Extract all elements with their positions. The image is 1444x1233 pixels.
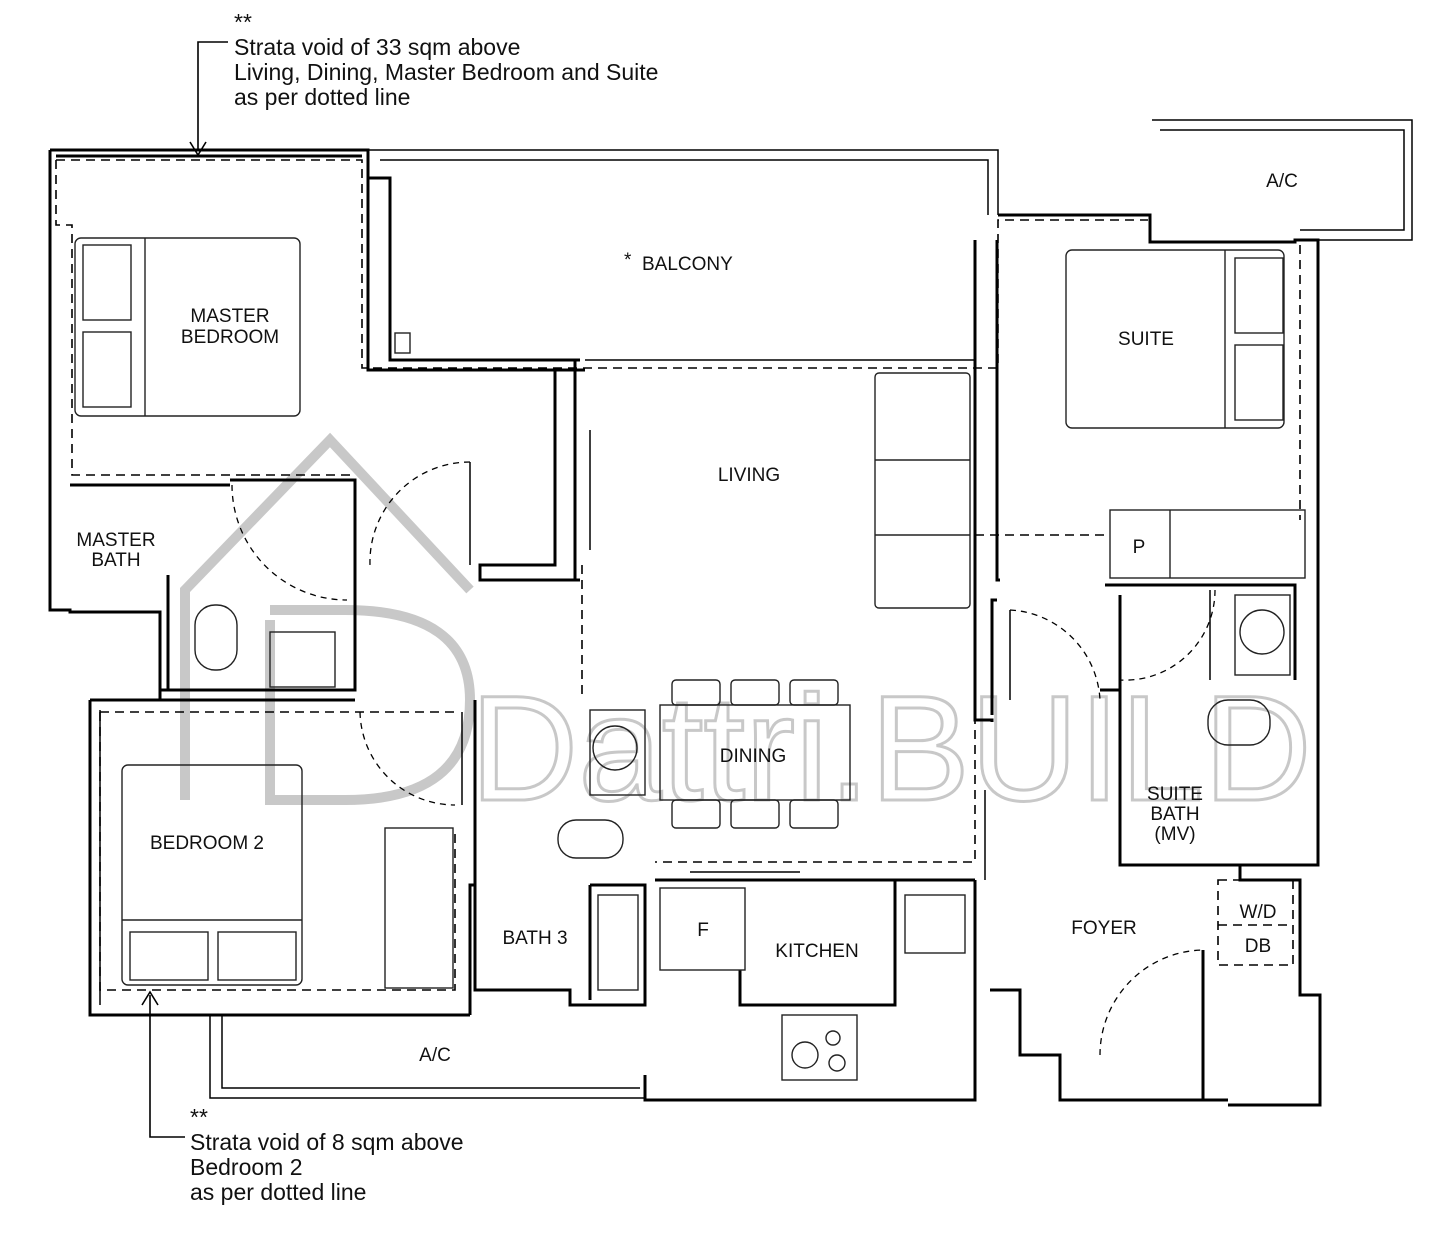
suite-basin [1234,594,1291,676]
label-pantry: P [1133,537,1146,558]
bottom-note-line-2: Bedroom 2 [190,1154,303,1180]
top-note-line-3: as per dotted line [234,84,410,110]
label-suite-bath-2: BATH [1150,804,1199,825]
label-bedroom2: BEDROOM 2 [150,833,264,854]
cooktop [781,1014,858,1081]
label-foyer: FOYER [1071,918,1136,939]
label-suite-bath-1: SUITE [1147,784,1203,805]
label-master-bath-1: MASTER [76,530,155,551]
outer-walls [48,119,1413,1107]
watermark-text: Dattri.BUILD [470,664,1312,832]
label-ac-bottom: A/C [419,1045,451,1066]
bath3-toilet [557,819,624,859]
label-balcony-marker: * [624,250,632,271]
master-toilet [194,604,238,671]
top-note-line-1: Strata void of 33 sqm above [234,34,520,60]
bottom-note-marker: ** [190,1104,208,1130]
label-master-bedroom-2: BEDROOM [181,327,279,348]
bedroom2-wardrobe [384,827,454,989]
bath3-basin [589,709,646,796]
room-labels: MASTER BEDROOM * BALCONY A/C SUITE MASTE… [76,171,1297,1066]
bottom-note-line-1: Strata void of 8 sqm above [190,1129,464,1155]
doors [231,430,1216,1056]
label-living: LIVING [718,465,780,486]
top-note-marker: ** [234,9,252,35]
bottom-note: ** Strata void of 8 sqm above Bedroom 2 … [190,1104,464,1205]
suite-toilet [1207,699,1271,746]
label-wd: W/D [1240,902,1277,923]
label-kitchen: KITCHEN [775,941,858,962]
label-bath3: BATH 3 [502,928,567,949]
leaders [141,41,228,1138]
top-note: ** Strata void of 33 sqm above Living, D… [234,9,658,110]
watermark: Dattri.BUILD [180,432,1313,834]
label-master-bath-2: BATH [91,550,140,571]
label-suite-bath-3: (MV) [1154,824,1195,845]
suite-wardrobe [1109,509,1306,579]
top-note-line-2: Living, Dining, Master Bedroom and Suite [234,59,658,85]
master-bed [74,237,301,417]
label-master-bedroom-1: MASTER [190,306,269,327]
strata-void-outline [55,159,1301,991]
master-basin [269,631,336,688]
label-fridge: F [697,920,709,941]
shower [597,894,639,991]
label-balcony: BALCONY [642,254,733,275]
label-ac-top: A/C [1266,171,1298,192]
label-suite: SUITE [1118,329,1174,350]
wd-db-box [1217,879,1294,966]
bedroom2-bed [121,764,303,986]
fridge [659,887,746,971]
top-note-leader [197,41,228,150]
bottom-note-line-3: as per dotted line [190,1179,366,1205]
kitchen-sink [904,894,966,954]
suite-bed [1065,249,1285,429]
bottom-note-leader [149,995,185,1138]
furniture [74,237,1306,1081]
label-db: DB [1245,936,1271,957]
sofa [874,372,971,609]
label-dining: DINING [720,746,787,767]
